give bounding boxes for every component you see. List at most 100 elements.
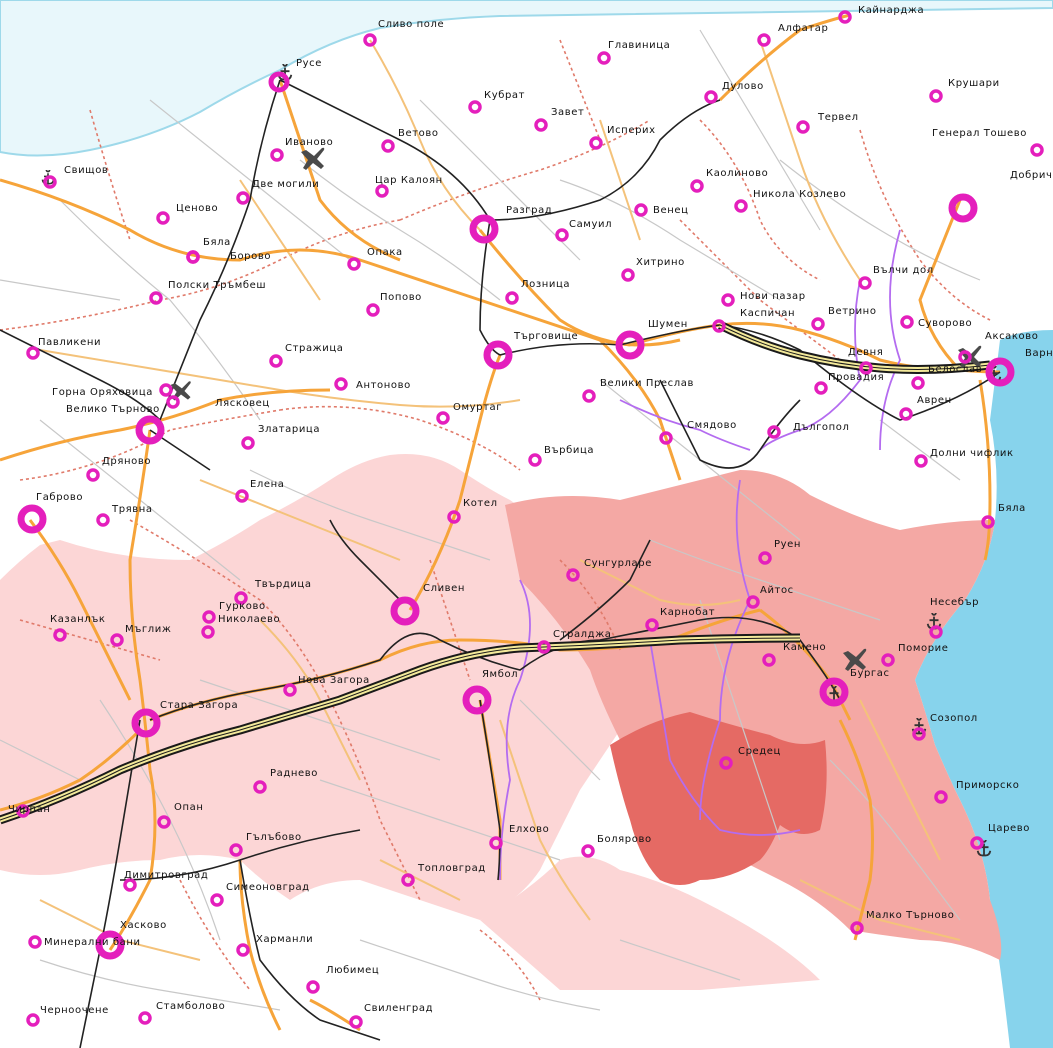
city-ring-icon[interactable]	[53, 628, 67, 642]
city-ring-icon[interactable]	[899, 407, 913, 421]
city-ring-icon[interactable]	[934, 790, 948, 804]
city-ring-icon[interactable]	[537, 640, 551, 654]
city-ring-icon[interactable]	[948, 193, 978, 223]
airplane-icon[interactable]	[301, 147, 325, 170]
city-ring-icon[interactable]	[566, 568, 580, 582]
city-ring-icon[interactable]	[201, 625, 215, 639]
city-ring-icon[interactable]	[149, 291, 163, 305]
city-ring-icon[interactable]	[236, 191, 250, 205]
city-ring-icon[interactable]	[645, 618, 659, 632]
city-ring-icon[interactable]	[123, 878, 137, 892]
city-ring-icon[interactable]	[704, 90, 718, 104]
city-ring-icon[interactable]	[43, 175, 57, 189]
city-ring-icon[interactable]	[156, 211, 170, 225]
city-ring-icon[interactable]	[858, 276, 872, 290]
city-ring-icon[interactable]	[615, 330, 645, 360]
city-ring-icon[interactable]	[690, 179, 704, 193]
city-ring-icon[interactable]	[483, 340, 513, 370]
city-ring-icon[interactable]	[210, 893, 224, 907]
city-ring-icon[interactable]	[138, 1011, 152, 1025]
city-ring-icon[interactable]	[746, 595, 760, 609]
city-ring-icon[interactable]	[468, 100, 482, 114]
city-ring-icon[interactable]	[131, 708, 161, 738]
city-ring-icon[interactable]	[929, 625, 943, 639]
city-ring-icon[interactable]	[850, 921, 864, 935]
city-ring-icon[interactable]	[1030, 143, 1044, 157]
city-ring-icon[interactable]	[767, 425, 781, 439]
city-ring-icon[interactable]	[166, 395, 180, 409]
city-ring-icon[interactable]	[235, 489, 249, 503]
city-ring-icon[interactable]	[734, 199, 748, 213]
city-ring-icon[interactable]	[26, 346, 40, 360]
city-ring-icon[interactable]	[269, 354, 283, 368]
city-ring-icon[interactable]	[914, 454, 928, 468]
city-ring-icon[interactable]	[582, 389, 596, 403]
city-ring-icon[interactable]	[159, 383, 173, 397]
city-ring-icon[interactable]	[881, 653, 895, 667]
city-ring-icon[interactable]	[621, 268, 635, 282]
city-ring-icon[interactable]	[436, 411, 450, 425]
city-ring-icon[interactable]	[334, 377, 348, 391]
city-ring-icon[interactable]	[253, 780, 267, 794]
city-ring-icon[interactable]	[157, 815, 171, 829]
city-ring-icon[interactable]	[268, 71, 290, 93]
city-ring-icon[interactable]	[911, 376, 925, 390]
city-ring-icon[interactable]	[659, 431, 673, 445]
city-ring-icon[interactable]	[581, 844, 595, 858]
city-ring-icon[interactable]	[712, 319, 726, 333]
city-ring-icon[interactable]	[401, 873, 415, 887]
city-ring-icon[interactable]	[270, 148, 284, 162]
city-ring-icon[interactable]	[283, 683, 297, 697]
city-ring-icon[interactable]	[489, 836, 503, 850]
city-ring-icon[interactable]	[347, 257, 361, 271]
city-ring-icon[interactable]	[95, 930, 125, 960]
city-ring-icon[interactable]	[811, 317, 825, 331]
city-ring-icon[interactable]	[555, 228, 569, 242]
city-ring-icon[interactable]	[814, 381, 828, 395]
city-ring-icon[interactable]	[900, 315, 914, 329]
city-ring-icon[interactable]	[597, 51, 611, 65]
city-ring-icon[interactable]	[970, 836, 984, 850]
city-ring-icon[interactable]	[721, 293, 735, 307]
city-ring-icon[interactable]	[796, 120, 810, 134]
city-ring-icon[interactable]	[912, 727, 926, 741]
city-ring-icon[interactable]	[929, 89, 943, 103]
city-ring-icon[interactable]	[819, 677, 849, 707]
city-ring-icon[interactable]	[985, 357, 1015, 387]
city-ring-icon[interactable]	[462, 685, 492, 715]
city-ring-icon[interactable]	[363, 33, 377, 47]
city-ring-icon[interactable]	[390, 596, 420, 626]
city-ring-icon[interactable]	[719, 756, 733, 770]
city-ring-icon[interactable]	[135, 415, 165, 445]
city-ring-icon[interactable]	[859, 361, 873, 375]
city-ring-icon[interactable]	[110, 633, 124, 647]
city-ring-icon[interactable]	[469, 214, 499, 244]
city-ring-icon[interactable]	[366, 303, 380, 317]
city-ring-icon[interactable]	[758, 551, 772, 565]
city-ring-icon[interactable]	[96, 513, 110, 527]
city-ring-icon[interactable]	[86, 468, 100, 482]
city-ring-icon[interactable]	[241, 436, 255, 450]
city-ring-icon[interactable]	[236, 943, 250, 957]
city-ring-icon[interactable]	[958, 350, 972, 364]
city-ring-icon[interactable]	[349, 1015, 363, 1029]
city-ring-icon[interactable]	[528, 453, 542, 467]
city-ring-icon[interactable]	[447, 510, 461, 524]
city-ring-icon[interactable]	[186, 250, 200, 264]
city-ring-icon[interactable]	[28, 935, 42, 949]
city-ring-icon[interactable]	[17, 504, 47, 534]
city-ring-icon[interactable]	[534, 118, 548, 132]
city-ring-icon[interactable]	[26, 1013, 40, 1027]
city-ring-icon[interactable]	[757, 33, 771, 47]
city-ring-icon[interactable]	[306, 980, 320, 994]
city-ring-icon[interactable]	[202, 610, 216, 624]
city-ring-icon[interactable]	[16, 804, 30, 818]
city-ring-icon[interactable]	[381, 139, 395, 153]
city-ring-icon[interactable]	[505, 291, 519, 305]
city-ring-icon[interactable]	[838, 10, 852, 24]
city-ring-icon[interactable]	[234, 591, 248, 605]
city-ring-icon[interactable]	[762, 653, 776, 667]
city-ring-icon[interactable]	[589, 136, 603, 150]
